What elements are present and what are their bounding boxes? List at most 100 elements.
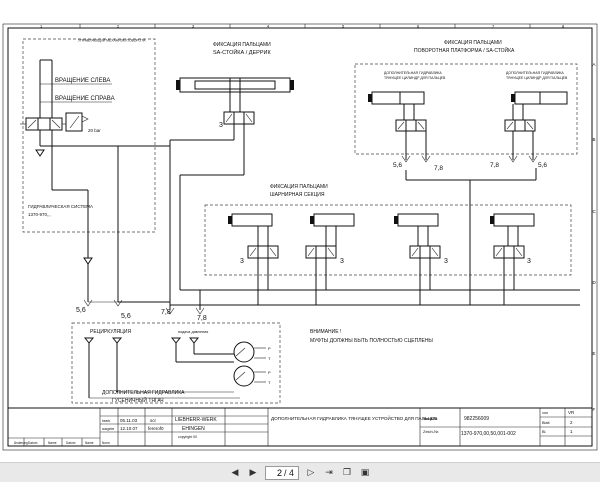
hinge-valve-4 [493, 226, 525, 259]
ident-value: 982256009 [464, 416, 489, 422]
turntable-title-1: ФИКСАЦИЯ ПАЛЬЦАМИ [444, 40, 502, 46]
rotate-left-label: ВРАЩЕНИЕ СЛЕВА [55, 78, 110, 84]
hinge-box [204, 204, 572, 276]
ident-label: Ident-Nr. [423, 416, 438, 421]
hinge-valve-3 [409, 226, 441, 259]
drawing-value: 1370-970,00,50,001-002 [461, 431, 516, 437]
turntable-78-right: 7,8 [490, 162, 499, 169]
footer-cell-4: Datum [66, 441, 76, 445]
edition-value: VR [568, 410, 575, 415]
drawing-frame [7, 27, 593, 447]
extra-hydraulics-a2: ТЯНУЩЕЕ ЦИЛИНДР ДЛЯ ПАЛЬЦЕВ [384, 76, 446, 80]
left-check-valve [35, 149, 45, 157]
user-2: fererof0 [148, 426, 164, 431]
footer-cell-2: Datum [28, 441, 38, 445]
port-t-2: T [268, 380, 271, 385]
port-p-2: P [268, 370, 271, 375]
norm-label: Norm [102, 441, 110, 445]
extra-hydraulics-a1: ДОПОЛНИТЕЛЬНАЯ ГИДРАВЛИКА [384, 71, 442, 75]
pressure-label: 20 bar [88, 128, 101, 133]
sheet-total: 2 [570, 420, 573, 425]
drawing-label: Zeich-Nr. [423, 429, 439, 434]
grid-col-3: 3 [192, 24, 195, 29]
fit-page-icon[interactable]: ▣ [360, 467, 370, 477]
crawler-pump-1 [233, 341, 255, 363]
title-block [7, 407, 593, 447]
hinge-cylinder-1 [228, 213, 273, 227]
mechanism-box-label: УПРАВЛЯЮЩИЙ МЕХАНИЗМ ПОВОРОТА [78, 39, 146, 43]
crawler-pump-2 [233, 365, 255, 387]
hydraulic-schematic: 1 2 3 4 5 6 7 8 A B C D E F УПРАВЛЯЮЩИЙ … [2, 23, 598, 451]
sa-cylinder [176, 77, 294, 93]
company-name-1: LIEBHERR-WERK [175, 417, 217, 423]
hinge-valve-4-number: 3 [527, 258, 531, 265]
attention-text: МУФТЫ ДОЛЖНЫ БЫТЬ ПОЛНОСТЬЮ СЦЕПЛЕНЫ [310, 338, 433, 344]
grid-rows: A B C D E F [593, 62, 597, 412]
crawler-label-2: ГУСЕНИЧНЫЙ ТЯГАЧ [112, 396, 164, 404]
hinge-cylinder-4 [490, 213, 535, 227]
rotation-mechanism-box [22, 38, 156, 233]
hinge-valve-2 [305, 226, 337, 259]
turntable-56-right: 5,6 [538, 162, 547, 169]
crawler-label-1: ДОПОЛНИТЕЛЬНАЯ ГИДРАВЛИКА [102, 390, 185, 396]
drawing-description: ДОПОЛНИТЕЛЬНАЯ ГИДРАВЛИКА ТЯНУЩЕЕ УСТРОЙ… [271, 414, 437, 421]
outer-border [2, 23, 598, 451]
rotation-valve [20, 117, 68, 131]
sa-valve-number: 3 [219, 122, 223, 129]
next-arrow-icon[interactable]: ▷ [307, 467, 315, 477]
turntable-78-left: 7,8 [434, 165, 443, 172]
turntable-valve-left [395, 119, 427, 132]
hinge-valve-2-number: 3 [340, 258, 344, 265]
page-number-input[interactable] [269, 467, 282, 478]
hydraulic-system-code: 1370-970,,, [28, 212, 51, 217]
grid-row-e: E [593, 351, 596, 356]
rotate-right-label: ВРАЩЕНИЕ СПРАВА [55, 96, 115, 102]
attention-title: ВНИМАНИЕ ! [310, 329, 341, 335]
next-page-icon[interactable]: ▶ [249, 467, 257, 477]
sa-title-2: SA-СТОЙКА / ДЕРРИК [213, 48, 271, 56]
grid-row-c: C [593, 209, 597, 214]
hinge-valve-3-number: 3 [444, 258, 448, 265]
hinge-valve-1-number: 3 [240, 258, 244, 265]
page-total: / 4 [283, 467, 294, 478]
company-name-2: EHINGEN [182, 426, 205, 432]
pdf-viewer-toolbar: ◀ ▶ / 4 ▷ ⇥ ❐ ▣ [0, 462, 600, 482]
turntable-title-2: ПОВОРОТНАЯ ПЛАТФОРМА / SA-СТОЙКА [414, 46, 515, 54]
sheet-total-label: Blatt [542, 421, 551, 425]
grid-row-f: F [593, 407, 596, 412]
user-1: scr [150, 418, 157, 423]
turntable-valve-right [504, 119, 536, 132]
edition-label: von [542, 411, 548, 415]
drawing-sheet: 1 2 3 4 5 6 7 8 A B C D E F УПРАВЛЯЮЩИЙ … [0, 0, 600, 462]
revision-cell-1: bearb. [102, 419, 111, 423]
hinge-title-1: ФИКСАЦИЯ ПАЛЬЦАМИ [270, 184, 328, 190]
hinge-cylinder-3 [394, 213, 439, 227]
coupling-78-left: 7,8 [161, 309, 171, 316]
grid-col-6: 6 [417, 24, 420, 29]
pressure-relief-valve [65, 112, 89, 132]
footer-cell-5: Name [85, 441, 94, 445]
coupling-78-right: 7,8 [197, 315, 207, 322]
turntable-box [354, 63, 578, 155]
copy-icon[interactable]: ❐ [342, 467, 352, 477]
grid-columns: 1 2 3 4 5 6 7 8 [40, 24, 565, 29]
left-filter [83, 257, 93, 265]
grid-col-7: 7 [492, 24, 495, 29]
grid-row-d: D [593, 280, 597, 285]
recirculation-label: РЕЦИРКУЛЯЦИЯ [90, 329, 131, 335]
turntable-cylinder-left [368, 91, 425, 105]
coupling-56-left: 5,6 [76, 307, 86, 314]
date-1: 05.11.03 [120, 418, 138, 423]
grid-row-a: A [593, 62, 596, 67]
turntable-cylinder-right [511, 91, 568, 105]
grid-col-2: 2 [117, 24, 120, 29]
last-page-icon[interactable]: ⇥ [325, 467, 333, 477]
port-t-1: T [268, 356, 271, 361]
page-navigator: / 4 [264, 465, 299, 480]
hydraulic-system-label: ГИДРАВЛИЧЕСКАЯ СИСТЕМА [28, 204, 93, 209]
extra-hydraulics-b1: ДОПОЛНИТЕЛЬНАЯ ГИДРАВЛИКА [506, 71, 564, 75]
date-2: 12.10.07 [120, 426, 138, 431]
previous-page-icon[interactable]: ◀ [231, 467, 239, 477]
hinge-cylinder-2 [310, 213, 355, 227]
port-p-1: P [268, 346, 271, 351]
